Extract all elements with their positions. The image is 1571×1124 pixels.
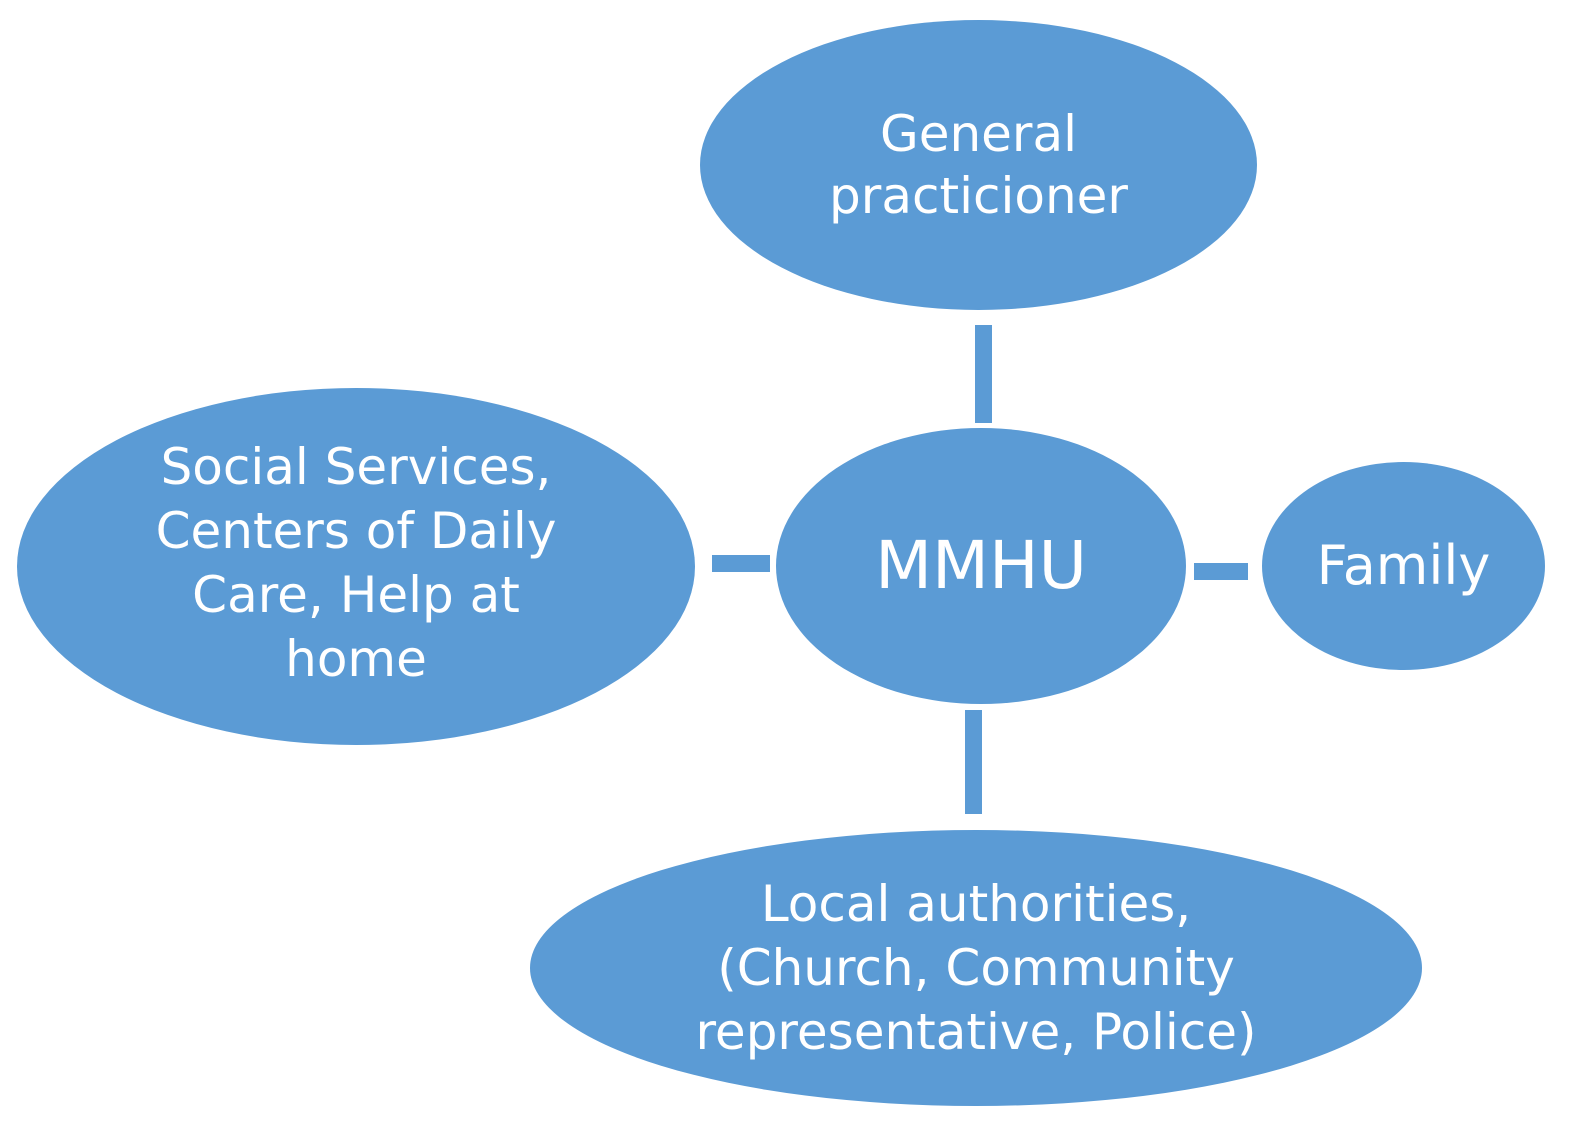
connector-left <box>712 555 770 572</box>
social-services-label: Social Services, Centers of Daily Care, … <box>155 437 557 688</box>
general-practitioner-node: General practicioner <box>700 20 1257 310</box>
family-label: Family <box>1316 534 1491 597</box>
connector-bottom <box>965 710 982 814</box>
connector-top <box>975 325 992 423</box>
social-services-node: Social Services, Centers of Daily Care, … <box>17 388 695 745</box>
mmhu-center-node: MMHU <box>776 428 1186 704</box>
local-authorities-node: Local authorities, (Church, Community re… <box>530 830 1422 1106</box>
mmhu-label: MMHU <box>875 527 1087 604</box>
local-authorities-label: Local authorities, (Church, Community re… <box>695 875 1257 1061</box>
general-practitioner-label: General practicioner <box>829 105 1128 225</box>
family-node: Family <box>1262 462 1545 670</box>
connector-right <box>1194 563 1248 580</box>
